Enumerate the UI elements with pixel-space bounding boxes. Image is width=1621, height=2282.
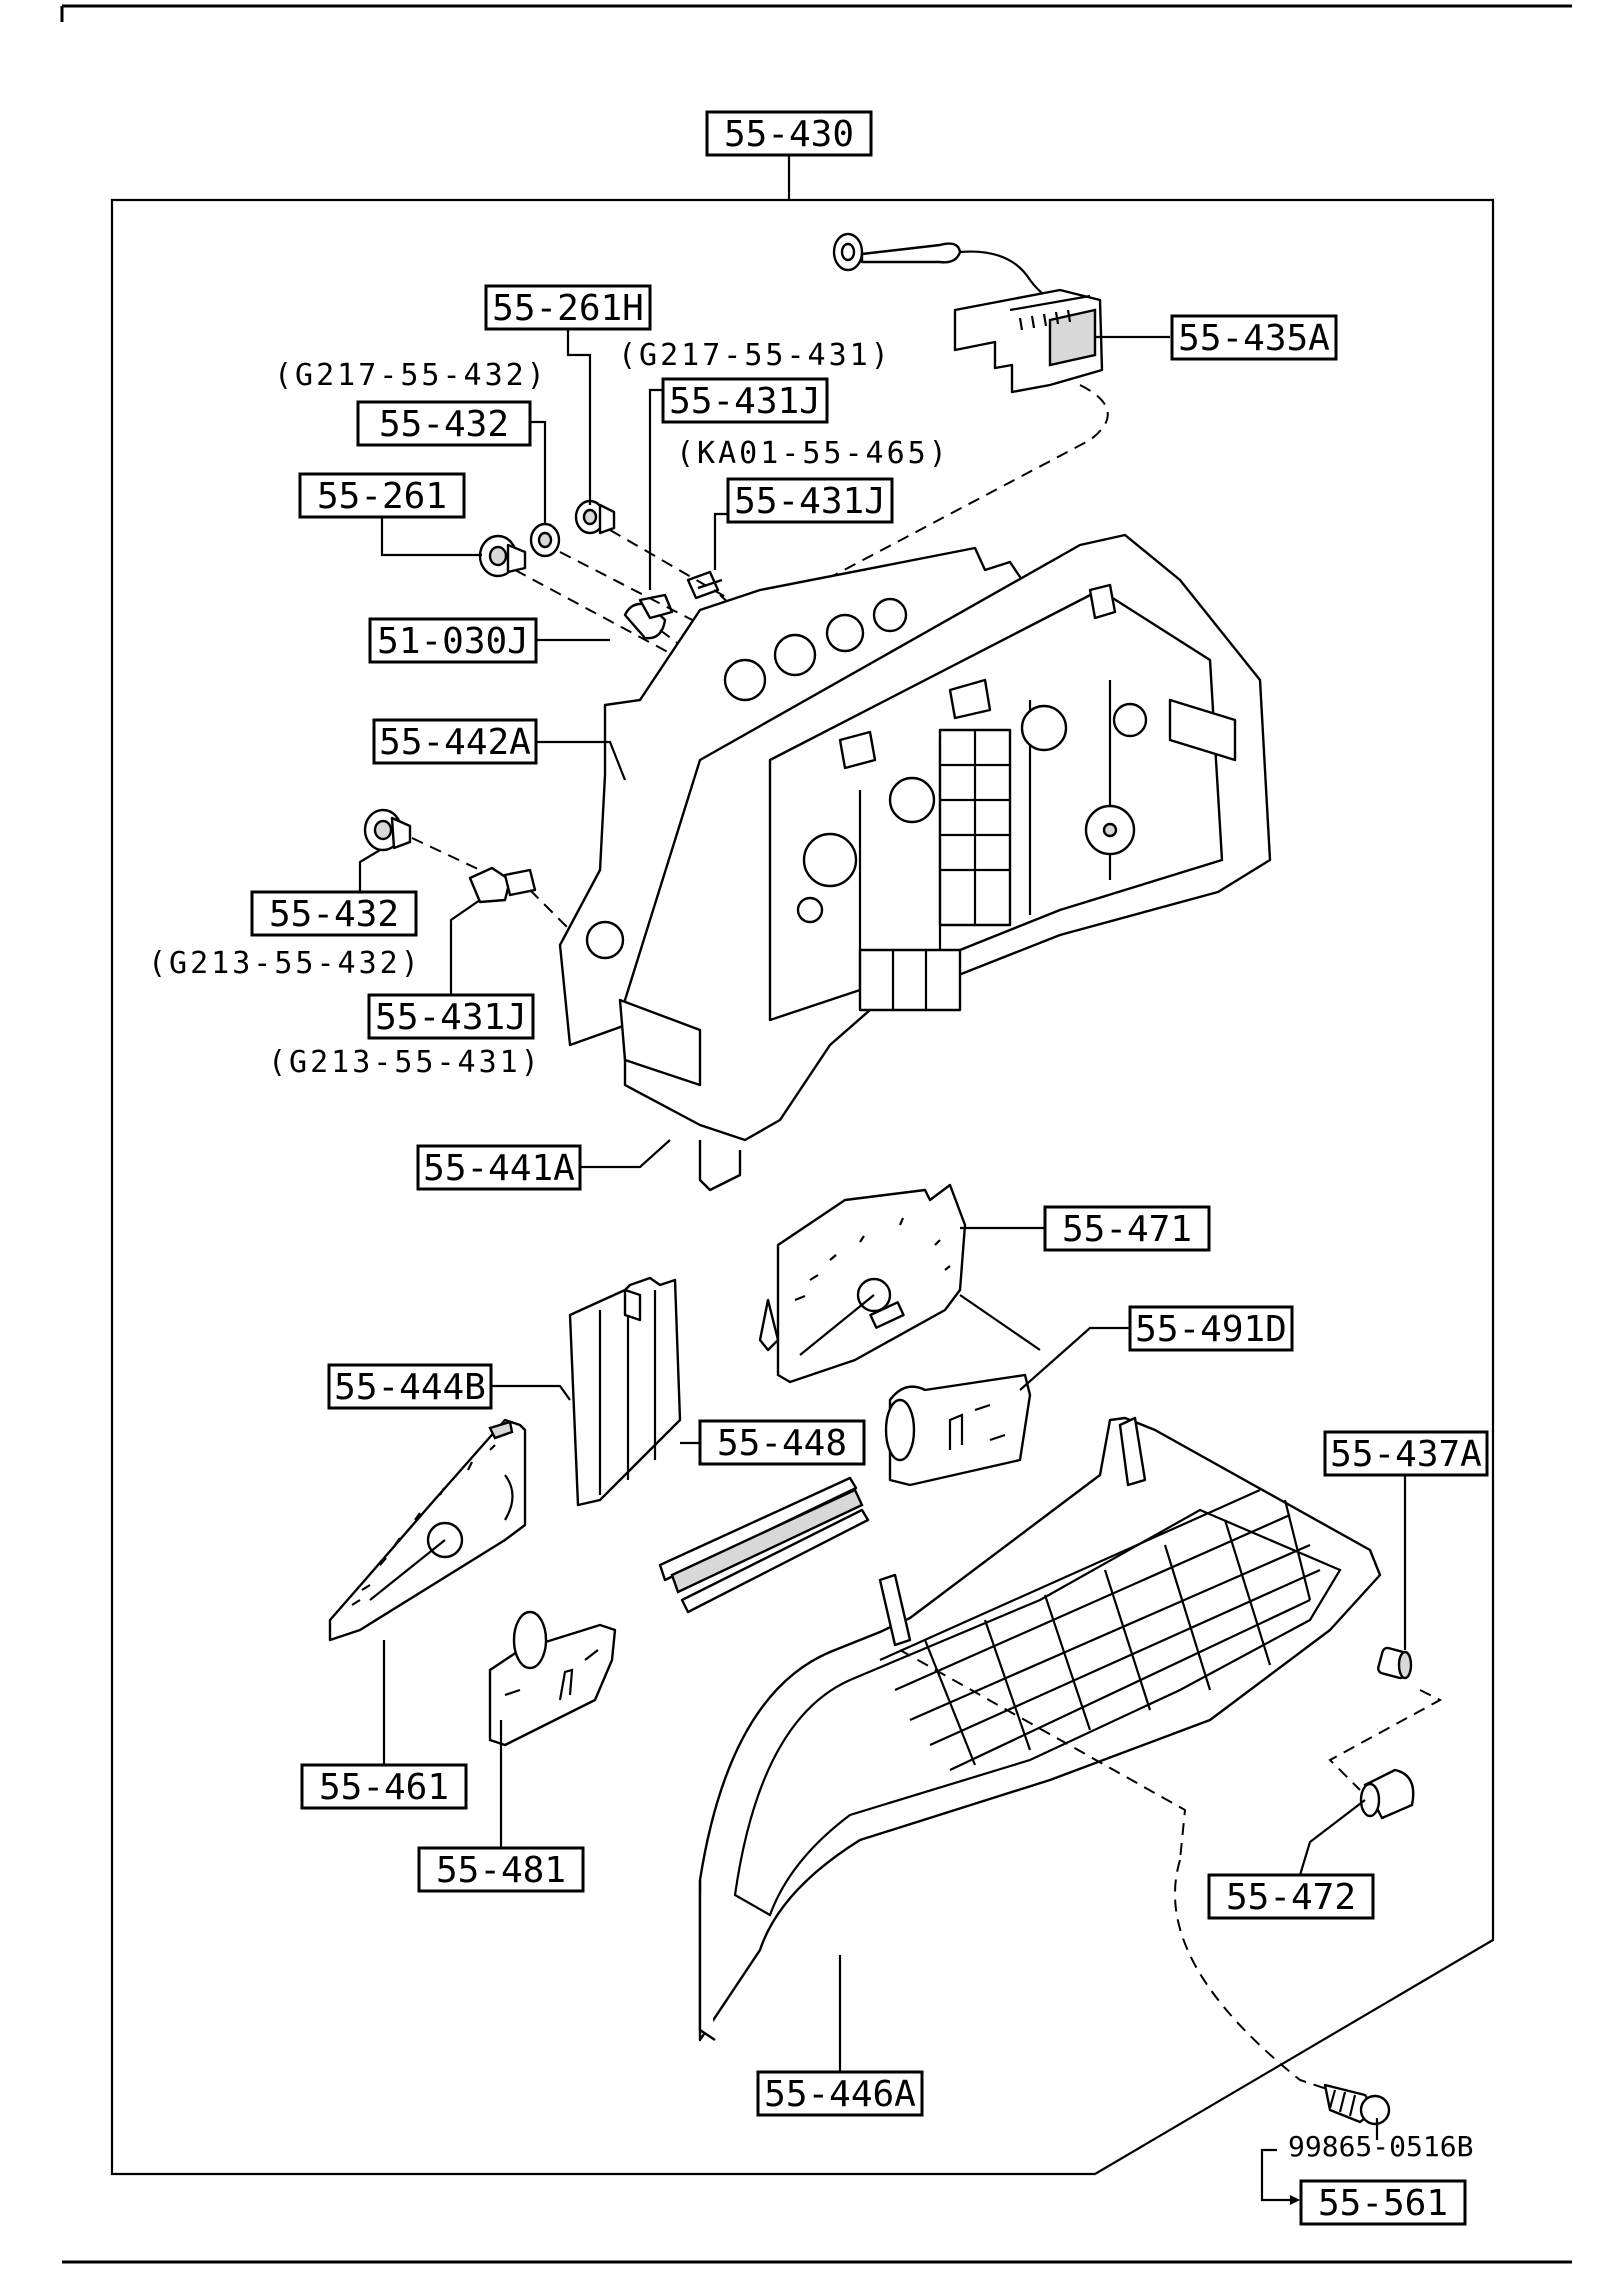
svg-text:55-481: 55-481 — [436, 1850, 566, 1891]
label-55-261H: 55-261H — [484, 284, 652, 331]
label-55-431J-b: 55-431J — [726, 477, 894, 524]
svg-text:55-431J: 55-431J — [375, 997, 527, 1038]
label-51-030J: 51-030J — [368, 617, 538, 664]
label-55-431J-left: 55-431J — [367, 993, 535, 1040]
label-55-561: 55-561 — [1299, 2179, 1467, 2226]
window-plate-part — [698, 1416, 1443, 2101]
meter-case-part — [558, 533, 1272, 1192]
window-grid — [879, 1488, 1321, 1771]
part-number-notes: (G217-55-432) (G217-55-431) (KA01-55-465… — [148, 338, 1473, 2163]
svg-text:55-261: 55-261 — [317, 476, 447, 517]
label-55-432-left: 55-432 — [250, 890, 418, 937]
svg-text:55-431J: 55-431J — [669, 381, 821, 422]
label-55-446A: 55-446A — [756, 2070, 924, 2117]
svg-text:55-448: 55-448 — [717, 1423, 847, 1464]
svg-text:55-432: 55-432 — [379, 404, 509, 445]
bulb-sockets-left — [363, 808, 571, 931]
svg-text:51-030J: 51-030J — [377, 621, 529, 662]
label-55-430: 55-430 — [705, 110, 873, 157]
reset-knob-parts — [1359, 1646, 1415, 1820]
label-55-441A: 55-441A — [416, 1144, 582, 1191]
svg-text:55-431J: 55-431J — [734, 481, 886, 522]
note-ka01-465: (KA01-55-465) — [676, 436, 950, 471]
svg-text:55-446A: 55-446A — [764, 2074, 916, 2115]
svg-text:55-461: 55-461 — [319, 1767, 449, 1808]
label-55-481: 55-481 — [417, 1846, 585, 1893]
screw-part — [1323, 2083, 1391, 2126]
label-55-432-top: 55-432 — [356, 400, 532, 447]
svg-text:55-430: 55-430 — [724, 114, 854, 155]
tachometer-part — [758, 1183, 1041, 1384]
note-screw-part: 99865-0516B — [1288, 2130, 1473, 2163]
svg-text:55-561: 55-561 — [1318, 2183, 1448, 2224]
note-g213-432: (G213-55-432) — [148, 946, 422, 981]
label-55-431J-a: 55-431J — [661, 377, 829, 424]
svg-text:55-491D: 55-491D — [1135, 1309, 1287, 1350]
label-55-448: 55-448 — [698, 1419, 866, 1466]
svg-text:55-472: 55-472 — [1226, 1877, 1356, 1918]
speedometer-part — [328, 1418, 527, 1642]
assembly-frame — [110, 155, 1495, 2176]
harness-connector-part — [739, 232, 1109, 626]
label-55-461: 55-461 — [300, 1763, 468, 1810]
svg-text:55-437A: 55-437A — [1330, 1434, 1482, 1475]
part-labels: 55-430 55-261H 55-435A 55-431J 55-432 55… — [250, 110, 1489, 2226]
note-g217-431: (G217-55-431) — [618, 338, 892, 373]
svg-text:55-261H: 55-261H — [492, 288, 644, 329]
label-55-261: 55-261 — [298, 472, 466, 519]
svg-text:55-442A: 55-442A — [379, 722, 531, 763]
svg-text:55-441A: 55-441A — [423, 1148, 575, 1189]
label-55-471: 55-471 — [1043, 1205, 1211, 1252]
svg-text:55-435A: 55-435A — [1178, 318, 1330, 359]
temperature-gauge-part — [488, 1610, 617, 1747]
circuit-plate-part — [568, 1276, 682, 1507]
light-strips-part — [658, 1476, 870, 1614]
svg-text:55-432: 55-432 — [269, 894, 399, 935]
svg-text:55-444B: 55-444B — [334, 1367, 486, 1408]
label-55-491D: 55-491D — [1128, 1305, 1294, 1352]
label-55-472: 55-472 — [1207, 1873, 1375, 1920]
label-55-444B: 55-444B — [327, 1363, 493, 1410]
svg-text:55-471: 55-471 — [1062, 1209, 1192, 1250]
label-55-437A: 55-437A — [1323, 1430, 1489, 1477]
fuel-gauge-part — [884, 1373, 1032, 1487]
label-55-442A: 55-442A — [372, 718, 538, 765]
note-g213-431: (G213-55-431) — [268, 1045, 542, 1080]
label-55-435A: 55-435A — [1170, 314, 1338, 361]
note-g217-432: (G217-55-432) — [274, 358, 548, 393]
